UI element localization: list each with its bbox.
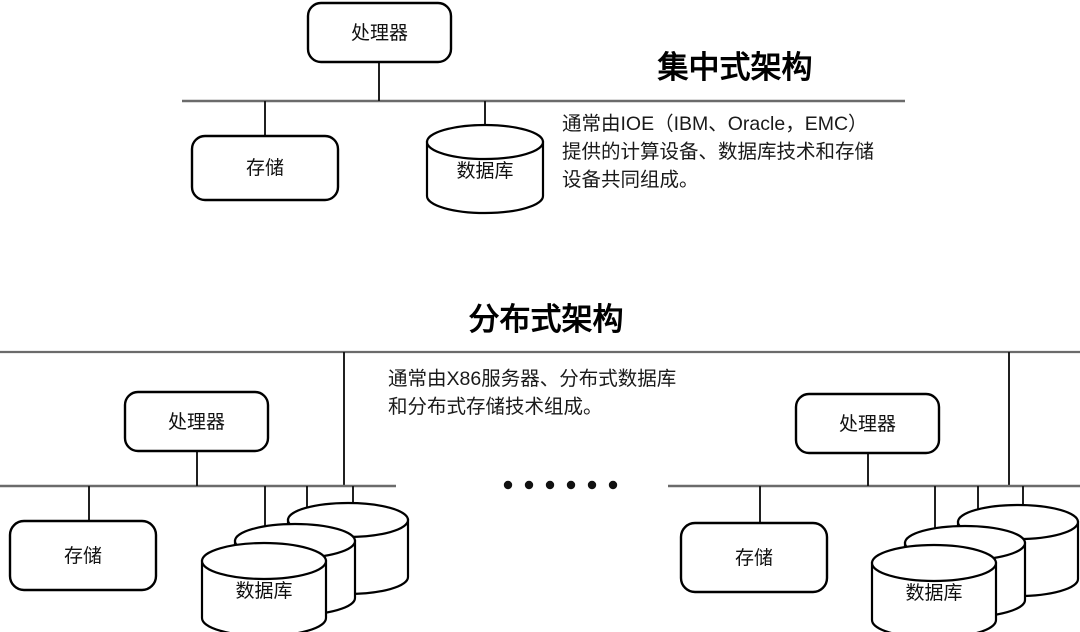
distributed-description-line-2: 和分布式存储技术组成。: [388, 396, 603, 418]
right-storage-label: 存储: [735, 547, 773, 569]
left-processor-label: 处理器: [168, 411, 225, 433]
node-top-database[interactable]: 数据库: [425, 123, 545, 215]
top-database-label: 数据库: [456, 160, 513, 182]
centralized-section-title: 集中式架构: [657, 50, 813, 85]
cluster-ellipsis: [503, 480, 618, 490]
right-storage-box[interactable]: [679, 521, 829, 594]
node-top-processor[interactable]: 处理器: [306, 1, 453, 64]
left-storage-label: 存储: [64, 545, 102, 567]
centralized-description-line-1: 通常由IOE（IBM、Oracle，EMC）: [562, 113, 868, 135]
node-left-storage[interactable]: 存储: [8, 519, 158, 592]
top-database-cylinder-top: [425, 123, 545, 161]
centralized-description-line-2: 提供的计算设备、数据库技术和存储: [562, 141, 874, 163]
distributed-section-title: 分布式架构: [469, 302, 624, 337]
top-processor-box[interactable]: [306, 1, 453, 64]
top-storage-label: 存储: [246, 157, 284, 179]
left-storage-box[interactable]: [8, 519, 158, 592]
left-processor-box[interactable]: [123, 390, 270, 453]
left-database-cylinder-front[interactable]: [200, 541, 328, 632]
centralized-description-line-3: 设备共同组成。: [562, 169, 699, 191]
top-database-cylinder-body[interactable]: [425, 140, 545, 215]
left-database-label: 数据库: [235, 580, 292, 602]
node-left-processor[interactable]: 处理器: [123, 390, 270, 453]
node-right-database[interactable]: 数据库: [870, 503, 1080, 632]
right-database-label: 数据库: [905, 582, 962, 604]
top-processor-label: 处理器: [351, 22, 408, 44]
node-right-storage[interactable]: 存储: [679, 521, 829, 594]
distributed-description-line-1: 通常由X86服务器、分布式数据库: [388, 368, 676, 390]
right-processor-box[interactable]: [794, 392, 941, 455]
top-storage-box[interactable]: [190, 134, 340, 202]
right-database-cylinder-front[interactable]: [870, 543, 998, 632]
node-top-storage[interactable]: 存储: [190, 134, 340, 202]
right-processor-label: 处理器: [839, 413, 896, 435]
node-right-processor[interactable]: 处理器: [794, 392, 941, 455]
node-left-database[interactable]: 数据库: [200, 501, 410, 632]
